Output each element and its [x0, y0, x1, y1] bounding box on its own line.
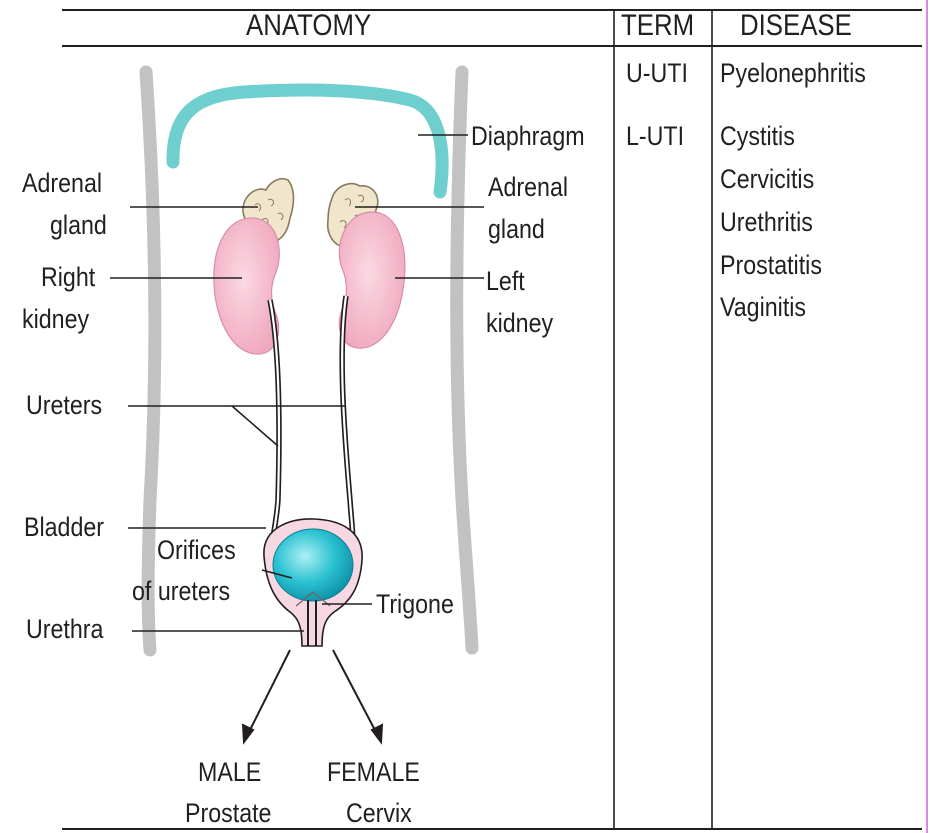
right-kidney [214, 218, 279, 354]
disease-pyelonephritis: Pyelonephritis [720, 58, 866, 88]
term-lower-uti: L-UTI [626, 121, 684, 151]
label-adrenal-gland-left-line2: gland [50, 210, 107, 240]
disease-vaginitis: Vaginitis [720, 292, 806, 322]
left-kidney [339, 212, 405, 348]
header-term: TERM [621, 11, 694, 41]
disease-cystitis: Cystitis [720, 121, 795, 151]
arrows [243, 650, 382, 742]
arrow-male-shaft [248, 650, 290, 734]
label-adrenal-gland-right-line1: Adrenal [488, 172, 568, 202]
header-anatomy: ANATOMY [246, 11, 371, 41]
bladder-lumen [273, 529, 353, 601]
label-left-kidney-line1: Left [486, 266, 525, 296]
leader-ureters-branch [232, 406, 278, 446]
label-ureters: Ureters [26, 390, 102, 420]
label-male: MALE [198, 757, 261, 787]
label-bladder: Bladder [24, 512, 104, 542]
label-right-kidney-line2: kidney [22, 304, 89, 334]
label-orifices-line1: Orifices [157, 535, 236, 565]
label-adrenal-gland-left-line1: Adrenal [22, 168, 102, 198]
label-trigone: Trigone [376, 589, 454, 619]
label-urethra: Urethra [26, 614, 103, 644]
label-female: FEMALE [327, 757, 420, 787]
body-outline-left [146, 72, 155, 650]
label-adrenal-gland-right-line2: gland [488, 214, 545, 244]
disease-urethritis: Urethritis [720, 207, 813, 237]
label-orifices-line2: of ureters [132, 576, 230, 606]
disease-cervicitis: Cervicitis [720, 164, 814, 194]
label-female-cervix: Cervix [346, 798, 412, 828]
diaphragm-shape [173, 90, 442, 192]
label-left-kidney-line2: kidney [486, 308, 553, 338]
label-male-prostate: Prostate [185, 798, 271, 828]
label-right-kidney-line1: Right [41, 262, 95, 292]
term-upper-uti: U-UTI [626, 58, 688, 88]
header-disease: DISEASE [740, 11, 852, 41]
label-diaphragm: Diaphragm [471, 121, 585, 151]
arrow-female-shaft [333, 650, 377, 734]
body-outline-right [457, 72, 472, 648]
disease-prostatitis: Prostatitis [720, 250, 822, 280]
